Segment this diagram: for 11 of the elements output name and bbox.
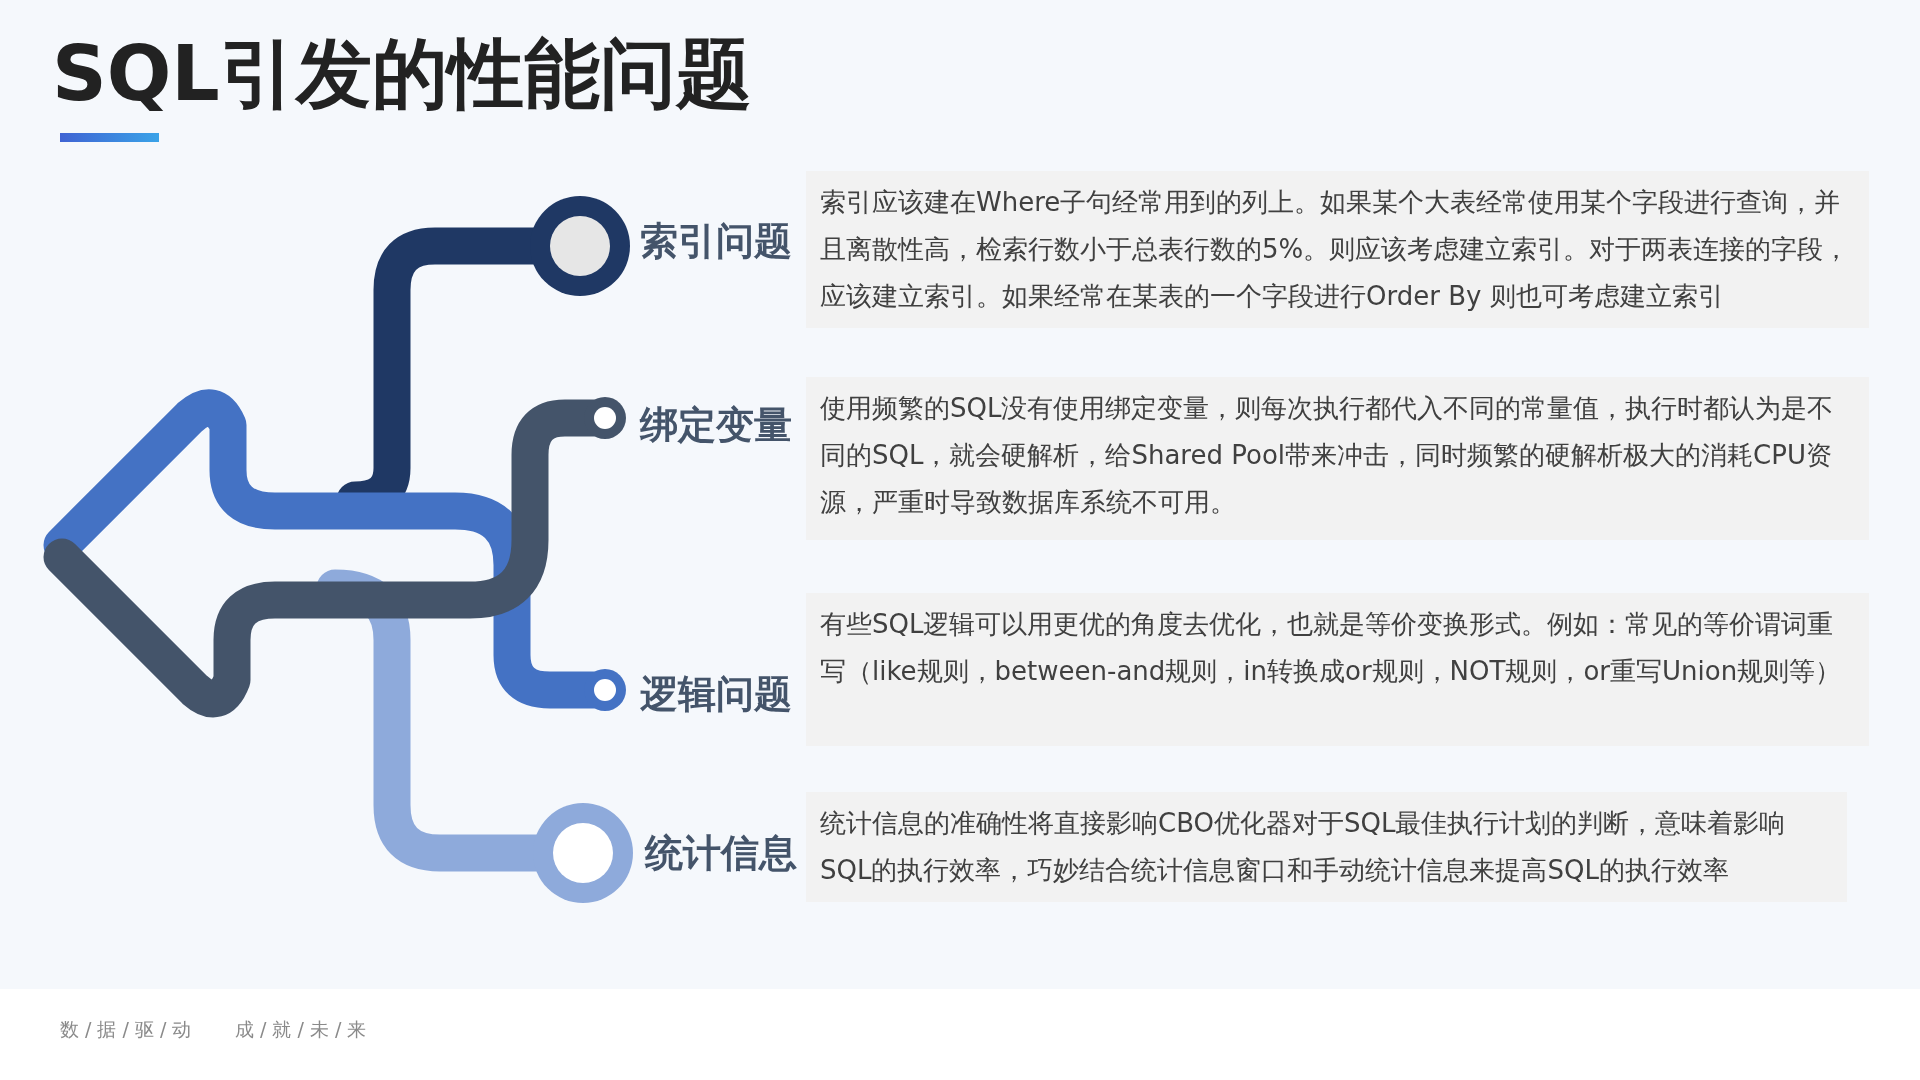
footer-slogan: 成 / 就 / 未 / 来: [235, 1017, 367, 1042]
description-text: 有些SQL逻辑可以用更优的角度去优化，也就是等价变换形式。例如：常见的等价谓词重写（like规则，between-and规则，in转换成or规则，NOT规则，or重写Union规则等）: [820, 608, 1843, 688]
description-text: 统计信息的准确性将直接影响CBO优化器对于SQL最佳执行计划的判断，意味着影响SQL的执行效率，巧妙结合统计信息窗口和手动统计信息来提高SQL的执行效率: [820, 807, 1787, 887]
topic-heading: 索引问题: [640, 218, 792, 265]
footer-slogan: 数 / 据 / 驱 / 动: [60, 1017, 192, 1042]
description-text: 使用频繁的SQL没有使用绑定变量，则每次执行都代入不同的常量值，执行时都认为是不同的SQL，就会硬解析，给Shared Pool带来冲击，同时频繁的硬解析极大的消耗CPU资源，严重时导致数据库系统不可用。: [820, 392, 1835, 519]
topic-heading: 绑定变量: [640, 402, 792, 449]
topic-heading: 逻辑问题: [640, 671, 792, 718]
slide-title: SQL引发的性能问题: [52, 28, 752, 120]
description-text: 索引应该建在Where子句经常用到的列上。如果某个大表经常使用某个字段进行查询，并且离散性高，检索行数小于总表行数的5%。则应该考虑建立索引。对于两表连接的字段，应该建立索引。如果经常在某表的一个字段进行Order By 则也可考虑建立索引: [820, 186, 1851, 313]
topic-heading: 统计信息: [645, 830, 797, 877]
